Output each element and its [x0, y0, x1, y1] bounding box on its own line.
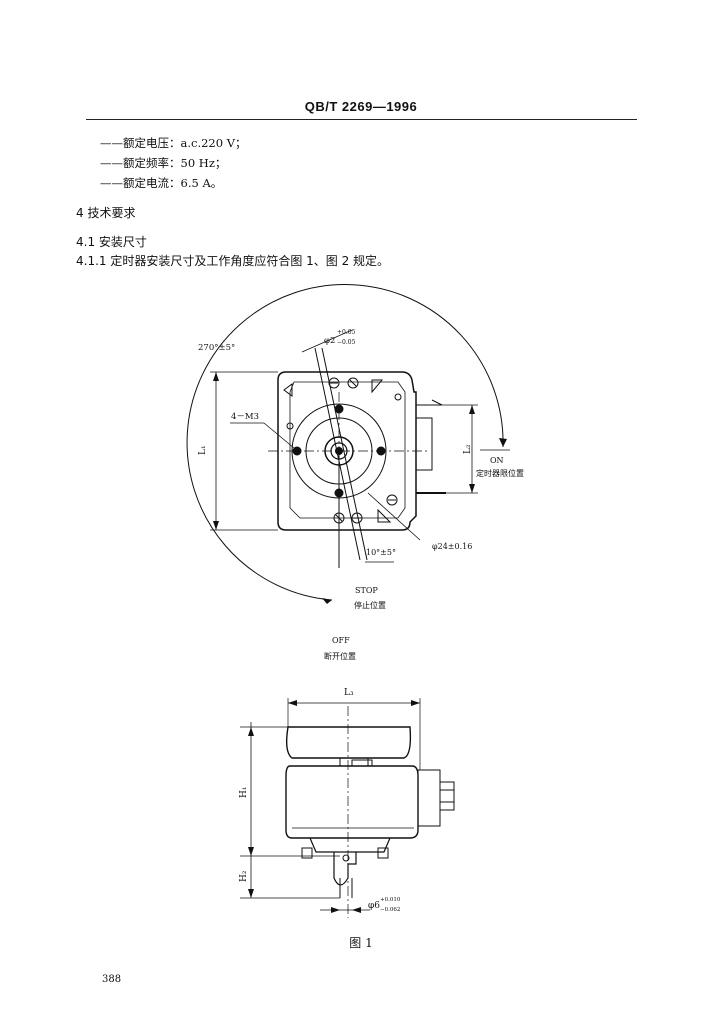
phi2-tol-lower: −0.05 — [337, 339, 356, 346]
on-label: ON — [490, 456, 504, 465]
h2-label: H₂ — [239, 870, 249, 882]
stop-cn-label: 停止位置 — [354, 600, 386, 610]
angle-arc-270 — [186, 284, 504, 601]
side-body-outline — [285, 765, 419, 839]
m3-label: 4－M3 — [231, 412, 259, 422]
off-label: OFF — [332, 636, 350, 645]
h1-label: H₁ — [239, 787, 249, 798]
l1-label: L₁ — [198, 445, 208, 455]
l2-label: L₂ — [463, 444, 473, 454]
angle-10-label: 10°±5° — [366, 548, 396, 557]
section-4-heading: 4 技术要求 — [76, 206, 136, 220]
section-4-1-1-text: 4.1.1 定时器安装尺寸及工作角度应符合图 1、图 2 规定。 — [76, 254, 390, 268]
knob-outline — [285, 726, 412, 759]
phi6-label: φ6 — [368, 901, 380, 911]
spec-item: ——额定电流：6.5 A。 — [100, 176, 223, 190]
phi2-label: φ2 — [324, 336, 335, 346]
spec-item: ——额定频率：50 Hz； — [100, 156, 227, 170]
l3-label: L₃ — [344, 688, 354, 698]
phi2-tol-upper: +0.05 — [337, 329, 356, 336]
phi6-tol-lower: −0.062 — [380, 907, 400, 913]
stop-label: STOP — [355, 586, 378, 595]
section-4-1-heading: 4.1 安装尺寸 — [76, 235, 147, 249]
off-cn-label: 断开位置 — [324, 651, 356, 661]
page-header-title: QB/T 2269—1996 — [304, 99, 418, 114]
phi6-tol-upper: +0.010 — [380, 897, 401, 903]
phi24-label: φ24±0.16 — [432, 542, 472, 551]
header-rule — [86, 119, 637, 120]
spec-item: ——额定电压：a.c.220 V； — [100, 136, 247, 150]
page-number: 388 — [102, 974, 122, 985]
on-cn-label: 定时器限位置 — [476, 468, 524, 478]
angle-270-label: 270°±5° — [198, 343, 235, 353]
figure-caption: 图 1 — [349, 936, 373, 950]
